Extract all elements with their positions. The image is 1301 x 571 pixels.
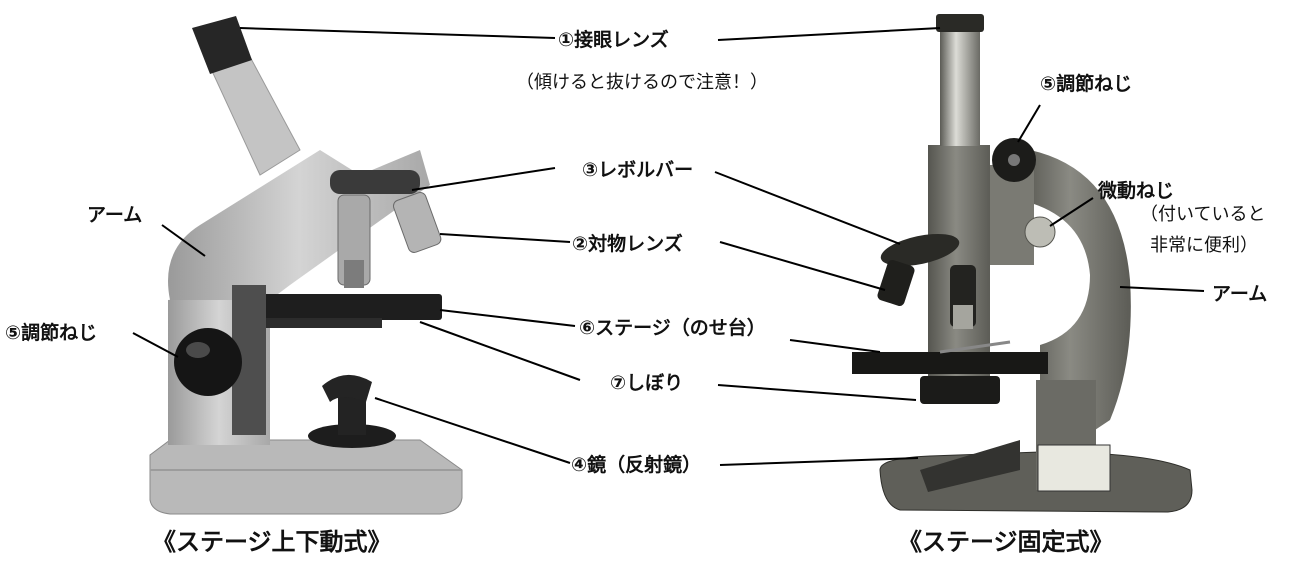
right-fine-screw [1024,216,1056,248]
left-mirror [322,374,372,402]
right-objective-a [877,260,915,306]
leader-mirror-right [719,457,919,466]
left-adjust-screw [174,328,242,396]
left-microscope [149,16,463,515]
leader-eyepiece-left [239,27,556,39]
left-base [149,439,463,515]
caption-right: 《ステージ固定式》 [898,528,1114,556]
leader-stage-left [439,309,576,327]
label-eyepiece: ①接眼レンズ [558,29,669,51]
leader-stage-right [789,339,881,353]
label-revolver: ③レボルバー [582,159,694,181]
leader-objective-left [439,233,571,243]
leader-lines [132,27,1205,466]
right-microscope [852,14,1193,513]
right-mirror [920,440,1020,492]
right-eyepiece-tube [940,20,980,146]
label-eyepiece-note: （傾けると抜けるので注意！） [516,72,768,93]
leader-adjust-screw-left [132,332,179,358]
label-stage: ⑥ステージ（のせ台） [579,317,766,339]
right-revolver [880,233,960,267]
leader-diaphragm-right [717,384,917,401]
leader-eyepiece-right [717,27,941,41]
label-fine-screw: 微動ねじ [1098,180,1175,202]
left-eyepiece-body [192,16,252,74]
label-arm-left: アーム [87,204,143,226]
left-mirror-base [308,424,396,448]
left-stage-plate [262,294,442,320]
label-arm-right: アーム [1212,283,1268,305]
leader-objective-right [719,241,886,291]
left-nosepiece [330,170,420,194]
leader-arm-right [1119,286,1205,292]
label-fine-screw-note-1: （付いていると [1140,204,1266,225]
label-objective: ②対物レンズ [572,233,683,255]
leader-diaphragm-left [419,321,581,381]
left-objective-b [392,192,442,253]
leader-revolver-right [714,171,901,245]
label-mirror: ④鏡（反射鏡） [571,454,702,476]
right-label-plate [1037,444,1111,492]
leader-fine-screw [1049,197,1094,227]
right-eyepiece-cap [936,14,984,32]
leader-arm-left [161,224,206,257]
right-stage [852,352,1048,374]
leader-mirror-left [374,397,571,464]
right-diaphragm [920,376,1000,404]
label-fine-screw-note-2: 非常に便利） [1150,235,1258,256]
label-diaphragm: ⑦しぼり [610,372,684,394]
leader-adjust-screw-right [1017,104,1041,143]
caption-left: 《ステージ上下動式》 [152,528,392,556]
label-adjust-screw-right: ⑤調節ねじ [1040,73,1133,95]
label-adjust-screw-left: ⑤調節ねじ [5,322,98,344]
leader-revolver-left [411,167,556,191]
